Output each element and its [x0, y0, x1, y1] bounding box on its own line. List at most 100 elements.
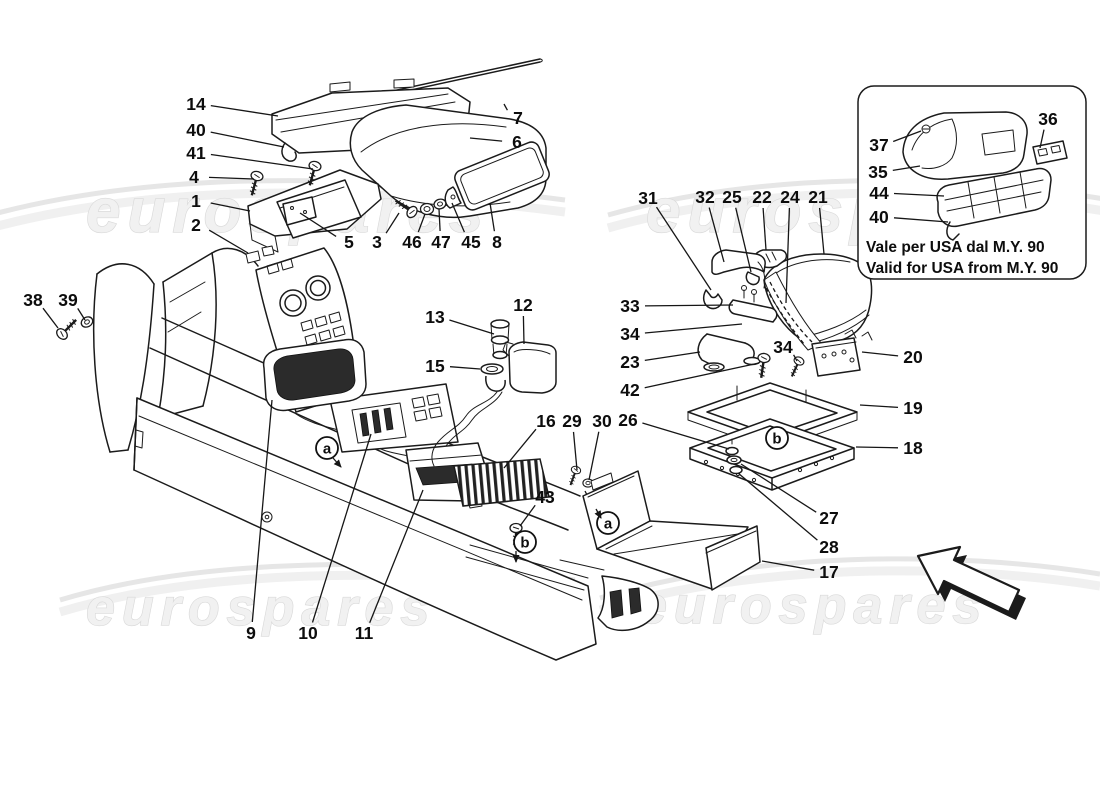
leader-line: [451, 202, 465, 233]
callout-18: 18: [855, 438, 923, 458]
leader-line: [892, 165, 921, 172]
part-inset-lid-35: [902, 111, 1028, 180]
callout-31: 31: [638, 188, 712, 291]
callout-44: 44: [869, 183, 945, 203]
part-screw-29: [565, 464, 583, 488]
callout-26: 26: [618, 410, 730, 450]
shifter-gate: [359, 407, 394, 437]
callout-45: 45: [451, 202, 481, 252]
leader-line: [438, 208, 441, 232]
part-number-35: 35: [868, 162, 888, 182]
part-number-7: 7: [513, 108, 523, 128]
callout-43: 43: [519, 487, 555, 527]
ref-marker-arrow: [594, 508, 602, 519]
part-bracket-45: [444, 186, 462, 209]
callout-14: 14: [186, 94, 279, 117]
part-number-21: 21: [808, 187, 828, 207]
leader-line: [208, 176, 255, 180]
callout-27: 27: [740, 463, 839, 528]
part-ring-15: [431, 363, 506, 467]
callout-21: 21: [808, 187, 828, 255]
ref-marker-letter: a: [323, 441, 332, 458]
part-number-40: 40: [186, 120, 206, 140]
part-number-12: 12: [513, 295, 533, 315]
ref-marker-circle: [765, 426, 789, 450]
callout-36: 36: [1038, 109, 1058, 149]
part-grille-16: [453, 458, 550, 507]
callout-40: 40: [869, 207, 949, 227]
watermark-text: eurospares: [638, 577, 988, 635]
callout-46: 46: [402, 213, 426, 252]
part-number-2: 2: [191, 215, 201, 235]
part-number-19: 19: [903, 398, 923, 418]
leader-line: [210, 153, 314, 170]
part-hook-40: [281, 142, 297, 162]
callout-19: 19: [859, 398, 923, 418]
part-number-28: 28: [819, 537, 839, 557]
leader-line: [503, 103, 508, 111]
part-tray-1: [245, 169, 382, 264]
callout-10: 10: [298, 433, 372, 643]
inset-usa-variant: Vale per USA dal M.Y. 90 Valid for USA f…: [857, 85, 1087, 280]
callout-22: 22: [752, 187, 772, 251]
inset-caption-english: Valid for USA from M.Y. 90: [866, 260, 1058, 277]
callout-29: 29: [562, 411, 582, 471]
callout-5: 5: [299, 212, 354, 252]
part-screw-42: [754, 351, 772, 380]
part-number-14: 14: [186, 94, 206, 114]
part-shifter-deck: [329, 383, 459, 453]
callout-17: 17: [761, 560, 839, 582]
callout-16: 16: [503, 411, 556, 469]
part-armrest-21: [763, 253, 873, 351]
part-number-46: 46: [402, 232, 422, 252]
leader-line: [449, 366, 481, 370]
ref-marker-circle: [315, 436, 339, 460]
watermark-bottom-right: eurospares: [598, 556, 1100, 636]
leader-line: [735, 207, 752, 273]
part-number-34: 34: [620, 324, 640, 344]
leader-line: [644, 362, 760, 389]
part-number-8: 8: [492, 232, 502, 252]
part-number-17: 17: [819, 562, 838, 582]
storage-well-opening: [273, 348, 356, 401]
part-number-31: 31: [638, 188, 658, 208]
callout-3: 3: [372, 212, 400, 252]
callout-39: 39: [58, 290, 86, 321]
leader-line: [740, 463, 817, 513]
callout-23: 23: [620, 351, 701, 372]
ref-marker-letter: b: [520, 535, 529, 552]
part-nut-46: [419, 202, 435, 216]
ref-marker-a: a: [315, 436, 342, 468]
leader-line: [588, 431, 600, 481]
leader-line: [449, 319, 495, 335]
watermark-text: eurospares: [86, 579, 436, 637]
part-number-1: 1: [191, 191, 201, 211]
leader-line: [818, 207, 825, 255]
part-number-45: 45: [461, 232, 481, 252]
part-number-5: 5: [344, 232, 354, 252]
ref-marker-circle: [596, 511, 620, 535]
part-number-44: 44: [869, 183, 889, 203]
gauge-circle: [279, 289, 307, 317]
end-cap-slot: [609, 589, 624, 619]
callout-34: 34: [773, 337, 798, 362]
leader-line: [503, 428, 537, 469]
callout-9: 9: [246, 399, 273, 643]
callout-13: 13: [425, 307, 495, 335]
leader-line: [1039, 129, 1045, 149]
part-end-cap: [559, 559, 659, 632]
leader-line: [210, 104, 279, 117]
part-number-43: 43: [535, 487, 555, 507]
part-number-34: 34: [773, 337, 793, 357]
part-number-13: 13: [425, 307, 445, 327]
part-number-10: 10: [298, 623, 318, 643]
ref-marker-arrow: [332, 457, 342, 468]
leader-line: [417, 213, 426, 233]
part-number-41: 41: [186, 143, 206, 163]
leader-line: [861, 351, 899, 357]
leader-line: [311, 433, 372, 623]
callout-1: 1: [191, 191, 251, 212]
part-number-16: 16: [536, 411, 556, 431]
callout-28: 28: [737, 472, 839, 557]
